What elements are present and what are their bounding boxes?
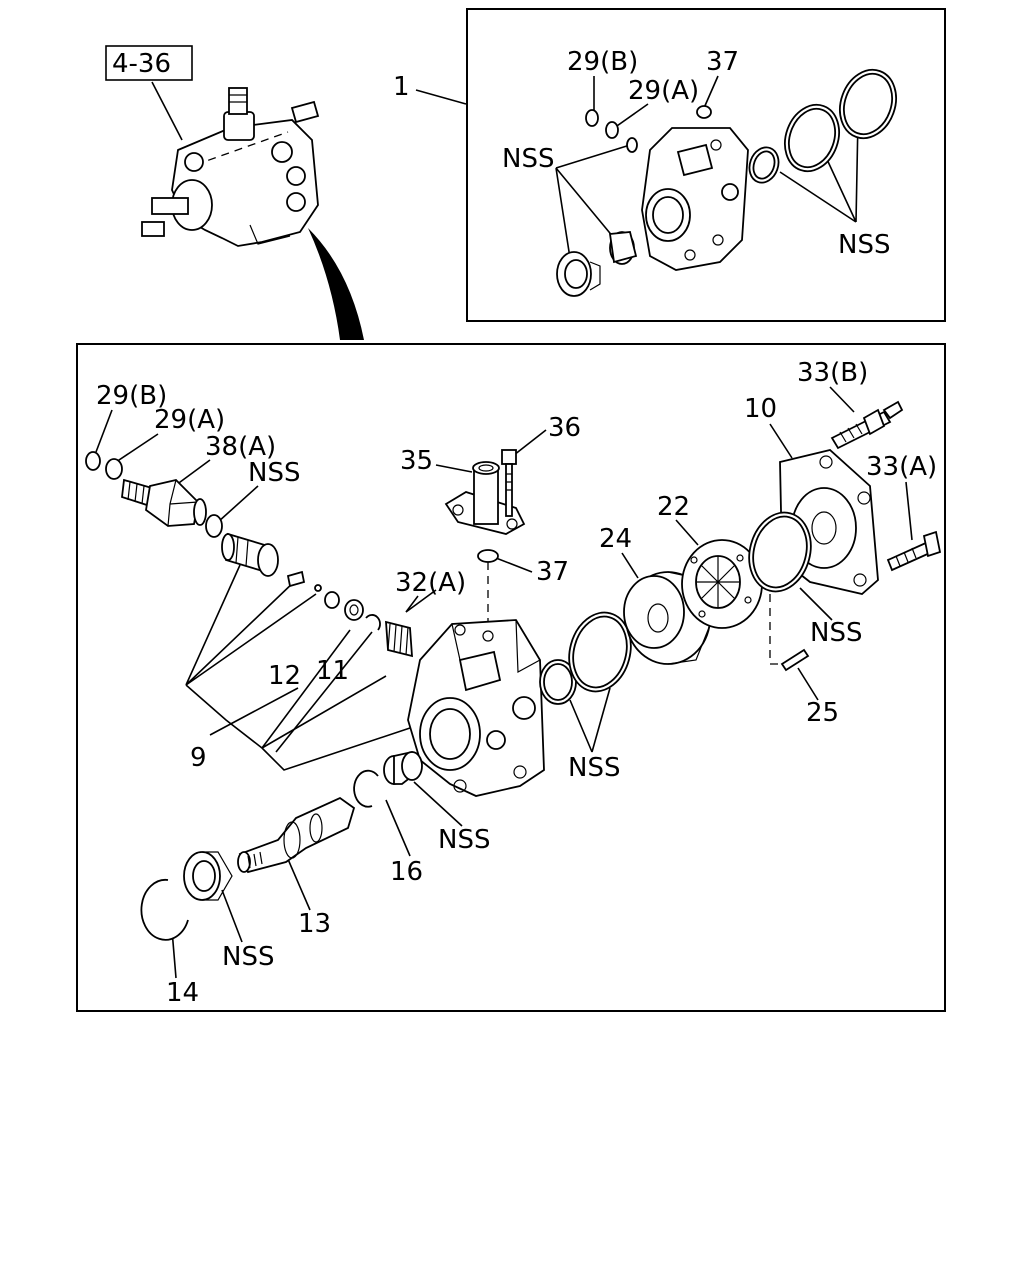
shaft-13: [237, 796, 356, 874]
label-12: 12: [268, 661, 301, 691]
reference-tag: 4-36: [105, 45, 193, 81]
bolt-36: [501, 449, 517, 517]
label-9: 9: [190, 743, 207, 773]
label-13: 13: [298, 909, 331, 939]
label-33a: 33(A): [866, 452, 937, 482]
label-29a: 29(A): [154, 405, 225, 435]
oil-seal: [183, 851, 233, 901]
inset-pump-body: [641, 127, 749, 271]
label-nss-cover: NSS: [810, 618, 862, 648]
label-10: 10: [744, 394, 777, 424]
label-25: 25: [806, 698, 839, 728]
bushing: [383, 750, 423, 785]
bolt-33a: [886, 530, 942, 572]
label-nss-valve: NSS: [248, 458, 300, 488]
label-24: 24: [599, 524, 632, 554]
inset-label-37: 37: [706, 47, 739, 77]
label-35: 35: [400, 446, 433, 476]
label-29b: 29(B): [96, 381, 167, 411]
valve-spool: [221, 532, 279, 577]
inset-label-nss-right: NSS: [838, 230, 890, 260]
bolt-33b: [830, 400, 904, 450]
bracket-35: [444, 461, 526, 535]
inset-label-29a: 29(A): [628, 76, 699, 106]
label-33b: 33(B): [797, 358, 868, 388]
ref-4-36-label: 4-36: [112, 49, 171, 79]
inset-label-nss-left: NSS: [502, 144, 554, 174]
label-38a: 38(A): [205, 432, 276, 462]
fitting-38a: [121, 478, 207, 527]
label-nss-seal: NSS: [222, 942, 274, 972]
assembled-pump-illustration: [141, 87, 320, 247]
pump-body: [407, 619, 545, 797]
main-frame: [76, 343, 946, 1012]
inset-frame: [466, 8, 946, 322]
label-14: 14: [166, 978, 199, 1008]
label-nss-rings: NSS: [568, 753, 620, 783]
cam-ring-24: [623, 571, 713, 665]
pointer-arrow: [308, 228, 364, 340]
label-1: 1: [393, 72, 410, 102]
label-37: 37: [536, 557, 569, 587]
spring-32a: [385, 620, 413, 658]
inset-label-29b: 29(B): [567, 47, 638, 77]
label-36: 36: [548, 413, 581, 443]
label-nss-bushing: NSS: [438, 825, 490, 855]
label-22: 22: [657, 492, 690, 522]
label-16: 16: [390, 857, 423, 887]
